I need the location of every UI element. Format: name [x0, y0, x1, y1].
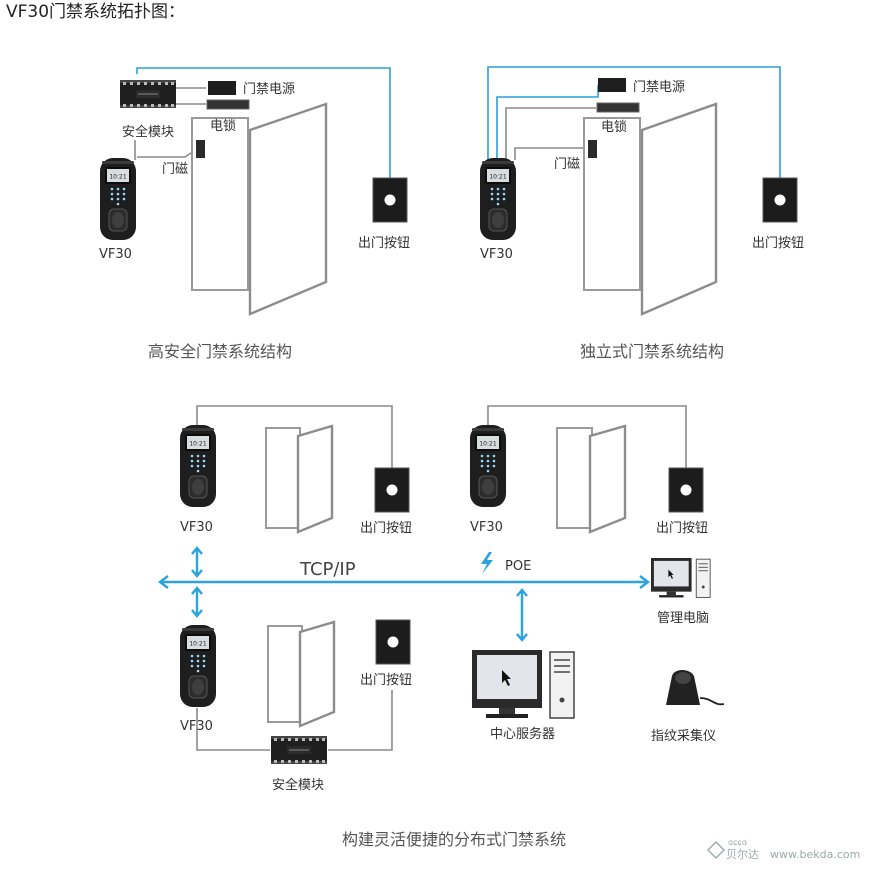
standalone-structure: 门禁电源 电锁 门磁 VF30 出门按钮 独立式门禁系统结构	[479, 66, 804, 361]
reader-label-unit2: VF30	[470, 520, 503, 535]
wire-unit1	[196, 405, 393, 468]
watermark-logo-icon	[707, 841, 725, 859]
exit-label-left: 出门按钮	[358, 236, 410, 251]
link-unit3-arrow-up	[191, 586, 203, 595]
sensor-label-left: 门磁	[162, 162, 188, 177]
power-supply-left	[208, 81, 236, 95]
module-label-left: 安全模块	[122, 124, 174, 140]
wire-module-exit3	[328, 690, 393, 751]
door-front-left	[248, 102, 328, 316]
network-label: TCP/IP	[299, 559, 356, 580]
power-supply-right	[598, 78, 626, 92]
exit-button-device-right	[762, 177, 798, 223]
vf30-reader-left	[99, 157, 137, 241]
vf30-reader-unit3	[179, 624, 217, 708]
wire-sensor-left	[137, 146, 201, 158]
lock-label-left: 电锁	[210, 118, 236, 134]
exit-button-device-unit2	[668, 467, 704, 513]
door-front-unit1	[296, 424, 334, 534]
management-pc	[650, 557, 711, 598]
high-security-structure: 门禁电源 电锁 门磁 安全模块 VF30 出门按钮 高安全门禁系统结构	[99, 67, 410, 361]
pc-label: 管理电脑	[657, 611, 709, 626]
wire-unit2	[487, 405, 687, 468]
network-arrow-right	[639, 575, 650, 589]
reader-label-unit1: VF30	[180, 520, 213, 535]
door-back-unit2	[556, 427, 593, 529]
vf30-reader-unit1	[179, 424, 217, 508]
poe-label: POE	[505, 559, 531, 574]
lock-label-right: 电锁	[601, 119, 627, 135]
power-label-right: 门禁电源	[633, 80, 685, 95]
door-front-right	[640, 102, 718, 316]
exit-label-unit2: 出门按钮	[656, 521, 708, 536]
reader-label-left: VF30	[99, 247, 132, 262]
door-back-left	[191, 117, 249, 291]
watermark-url: www.bekda.com	[770, 848, 860, 861]
caption-high-security: 高安全门禁系统结构	[148, 342, 292, 361]
link-unit1-arrow-up	[191, 546, 203, 555]
exit-label-right: 出门按钮	[752, 236, 804, 251]
sensor-label-right: 门磁	[554, 157, 580, 172]
exit-button-device-unit1	[374, 467, 410, 513]
module-label-bottom: 安全模块	[272, 777, 324, 793]
network-arrow-left	[158, 575, 169, 589]
door-back-unit3	[267, 625, 303, 723]
electric-lock-left	[206, 99, 250, 110]
electric-lock-right	[596, 102, 640, 113]
watermark: ɑɕɕɑ 贝尔达 www.bekda.com	[707, 838, 860, 861]
watermark-brand-top: ɑɕɕɑ	[728, 838, 747, 847]
page-title: VF30门禁系统拓扑图：	[6, 2, 185, 22]
wire-lock-right	[505, 107, 596, 160]
door-back-unit1	[265, 427, 301, 529]
exit-label-unit1: 出门按钮	[360, 521, 412, 536]
exit-button-device-unit3	[375, 619, 411, 665]
central-server	[471, 649, 575, 719]
wire-sensor-right	[514, 147, 586, 160]
link-server-arrow-down	[516, 633, 528, 642]
link-server-arrow-up	[516, 588, 528, 597]
door-back-right	[583, 117, 641, 291]
wire-exit-right	[487, 66, 781, 178]
power-label-left: 门禁电源	[243, 82, 295, 97]
fingerprint-scanner	[666, 670, 725, 706]
server-label: 中心服务器	[490, 726, 555, 742]
security-module-bottom	[270, 735, 328, 765]
wire-unit3-module	[196, 708, 270, 751]
security-module-left	[119, 79, 177, 109]
caption-distributed: 构建灵活便捷的分布式门禁系统	[342, 830, 566, 849]
door-sensor-right	[588, 140, 597, 158]
exit-label-unit3: 出门按钮	[360, 673, 412, 688]
door-front-unit3	[298, 620, 336, 728]
caption-standalone: 独立式门禁系统结构	[580, 342, 724, 361]
poe-bolt-icon	[481, 552, 493, 574]
wire-exit-left	[136, 67, 391, 178]
exit-button-device-left	[372, 177, 408, 223]
fingerprint-label: 指纹采集仪	[651, 728, 716, 744]
door-front-unit2	[588, 424, 627, 534]
vf30-reader-unit2	[469, 424, 507, 508]
vf30-reader-right	[479, 157, 517, 241]
distributed-structure: VF30 出门按钮 VF30 出门按钮 TCP/IP POE	[158, 405, 725, 849]
watermark-brand: 贝尔达	[726, 848, 759, 861]
link-unit3-arrow-down	[191, 609, 203, 618]
door-sensor-left	[196, 140, 205, 158]
reader-label-right: VF30	[480, 247, 513, 262]
link-unit1-arrow-down	[191, 569, 203, 578]
